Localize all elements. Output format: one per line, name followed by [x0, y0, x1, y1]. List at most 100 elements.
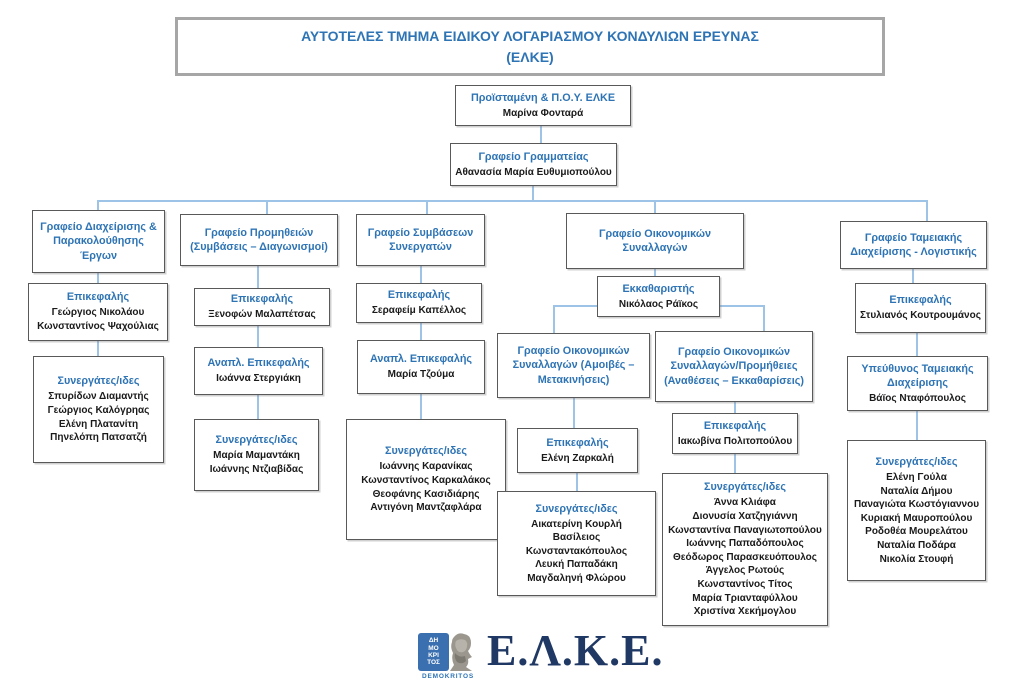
org-box-col2-deputy: Αναπλ. Επικεφαλής Ιωάννα Στεργιάκη [194, 347, 323, 395]
chart-title-line1: ΑΥΤΟΤΕΛΕΣ ΤΜΗΜΑ ΕΙΔΙΚΟΥ ΛΟΓΑΡΙΑΣΜΟΥ ΚΟΝΔ… [301, 28, 759, 45]
org-box-dept3: Γραφείο Συμβάσεων Συνεργατών [356, 214, 485, 266]
box-names: Ελένη Ζαρκαλή [541, 452, 614, 464]
elke-logo: ΔΗ ΜΟ ΚΡΙ ΤΟΣ DEMOKRITOS Ε.Λ.Κ.Ε. [413, 626, 673, 684]
connector [257, 326, 259, 348]
box-title: Αναπλ. Επικεφαλής [207, 357, 310, 370]
box-title: Γραφείο Οικονομικών Συναλλαγών [599, 227, 711, 254]
org-box-col2-head: Επικεφαλής Ξενοφών Μαλαπέτσας [194, 288, 330, 326]
org-box-head: Προϊσταμένη & Π.Ο.Υ. ΕΛΚΕ Μαρίνα Φονταρά [455, 85, 631, 126]
box-title: Αναπλ. Επικεφαλής [369, 353, 473, 366]
org-box-col5-head: Επικεφαλής Στυλιανός Κουτρουμάνος [855, 283, 986, 333]
box-names: Μαρίνα Φονταρά [502, 107, 584, 119]
box-title: Εκκαθαριστής [622, 282, 695, 295]
connector [553, 305, 597, 307]
connector [97, 200, 99, 211]
org-box-dept4: Γραφείο Οικονομικών Συναλλαγών [566, 213, 744, 269]
box-names: Νικόλαος Ράϊκος [618, 298, 699, 310]
chart-title-line2: (ΕΛΚΕ) [506, 48, 554, 65]
box-title: Επικεφαλής [230, 293, 294, 306]
box-names: Ιωάννα Στεργιάκη [216, 373, 301, 385]
box-names: Άννα Κλιάφα Διονυσία Χατζηγιάννη Κωνσταν… [668, 497, 822, 618]
democritus-bust-icon [444, 631, 478, 678]
box-names: Γεώργιος Νικολάου Κωνσταντίνος Ψαχούλιας [37, 307, 159, 333]
box-title: Γραφείο Οικονομικών Συναλλαγών (Αμοιβές … [512, 345, 635, 386]
connector [734, 402, 736, 414]
connector [926, 200, 928, 222]
box-title: Γραφείο Συμβάσεων Συνεργατών [367, 226, 474, 253]
connector [763, 305, 765, 332]
connector [97, 341, 99, 357]
chart-title-box: ΑΥΤΟΤΕΛΕΣ ΤΜΗΜΑ ΕΙΔΙΚΟΥ ΛΟΓΑΡΙΑΣΜΟΥ ΚΟΝΔ… [175, 17, 885, 76]
org-box-col1-collab: Συνεργάτες/ιδες Σπυρίδων Διαμαντής Γεώργ… [33, 356, 164, 463]
org-box-dept5: Γραφείο Ταμειακής Διαχείρισης - Λογιστικ… [840, 221, 987, 269]
org-box-col1-head: Επικεφαλής Γεώργιος Νικολάου Κωνσταντίνο… [28, 283, 168, 341]
connector [720, 305, 765, 307]
box-title: Προϊσταμένη & Π.Ο.Υ. ΕΛΚΕ [470, 91, 616, 104]
connector [540, 126, 542, 143]
connector [916, 333, 918, 357]
connector [266, 200, 268, 215]
connector [916, 411, 918, 441]
box-names: Μαρία Μαμαντάκη Ιωάννης Ντζιαβίδας [209, 450, 304, 476]
org-box-sub4b-head: Επικεφαλής Ιακωβίνα Πολιτοπούλου [672, 413, 798, 454]
connector [97, 273, 99, 284]
box-title: Γραφείο Γραμματείας [478, 150, 589, 163]
box-title: Επικεφαλής [889, 294, 952, 307]
org-box-sub4a-collab: Συνεργάτες/ιδες Αικατερίνη Κουρλή Βασίλε… [497, 491, 656, 596]
org-box-col5-collab: Συνεργάτες/ιδες Ελένη Γούλα Ναταλία Δήμο… [847, 440, 986, 581]
box-title: Συνεργάτες/ιδες [57, 375, 140, 388]
box-title: Υπεύθυνος Ταμειακής Διαχείρισης [861, 362, 974, 389]
box-title: Συνεργάτες/ιδες [384, 445, 468, 458]
box-title: Γραφείο Προμηθειών (Συμβάσεις – Διαγωνισ… [190, 226, 328, 253]
connector [654, 269, 656, 277]
org-box-liquidator: Εκκαθαριστής Νικόλαος Ράϊκος [597, 276, 720, 317]
box-title: Συνεργάτες/ιδες [535, 502, 618, 515]
box-title: Συνεργάτες/ιδες [215, 434, 298, 447]
box-names: Αικατερίνη Κουρλή Βασίλειος Κωνσταντακόπ… [525, 518, 628, 584]
box-names: Σπυρίδων Διαμαντής Γεώργιος Καλόγρηας Ελ… [47, 391, 150, 444]
box-names: Σεραφείμ Καπέλλος [371, 305, 467, 317]
connector [420, 266, 422, 284]
connector [532, 186, 534, 201]
box-names: Ελένη Γούλα Ναταλία Δήμου Παναγιώτα Κωστ… [853, 471, 980, 565]
box-title: Επικεφαλής [66, 291, 130, 304]
connector [420, 323, 422, 341]
box-names: Μαρία Τζούμα [387, 369, 455, 381]
org-box-sub4a-head: Επικεφαλής Ελένη Ζαρκαλή [517, 428, 638, 473]
org-box-sub4a: Γραφείο Οικονομικών Συναλλαγών (Αμοιβές … [497, 333, 650, 398]
connector [654, 200, 656, 214]
connector [257, 395, 259, 420]
box-names: Στυλιανός Κουτρουμάνος [860, 310, 981, 322]
connector [420, 394, 422, 420]
demokritos-caption: DEMOKRITOS [422, 673, 474, 680]
elke-wordmark: Ε.Λ.Κ.Ε. [487, 626, 664, 675]
connector [576, 473, 578, 492]
connector [912, 269, 914, 284]
box-title: Γραφείο Οικονομικών Συναλλαγών/Προμήθειε… [664, 346, 804, 387]
demokritos-logo-icon: ΔΗ ΜΟ ΚΡΙ ΤΟΣ [418, 633, 449, 671]
org-box-dept2: Γραφείο Προμηθειών (Συμβάσεις – Διαγωνισ… [180, 214, 338, 266]
box-title: Συνεργάτες/ιδες [703, 481, 787, 494]
connector [573, 398, 575, 429]
box-title: Επικεφαλής [703, 419, 767, 432]
org-box-secretariat: Γραφείο Γραμματείας Αθανασία Μαρία Ευθυμ… [450, 143, 617, 186]
connector [257, 266, 259, 289]
connector [734, 454, 736, 474]
connector [426, 200, 428, 215]
box-title: Συνεργάτες/ιδες [875, 455, 958, 468]
org-box-col3-collab: Συνεργάτες/ιδες Ιωάννης Καρανίκας Κωνστα… [346, 419, 506, 540]
connector [553, 305, 555, 334]
box-names: Ιακωβίνα Πολιτοπούλου [677, 435, 793, 447]
org-box-dept1: Γραφείο Διαχείρισης & Παρακολούθησης Έργ… [32, 210, 165, 273]
box-names: Βάϊος Νταφόπουλος [869, 392, 966, 404]
box-title: Επικεφαλής [387, 289, 451, 302]
org-box-col2-collab: Συνεργάτες/ιδες Μαρία Μαμαντάκη Ιωάννης … [194, 419, 319, 491]
box-title: Γραφείο Διαχείρισης & Παρακολούθησης Έργ… [40, 221, 157, 262]
org-box-sub4b: Γραφείο Οικονομικών Συναλλαγών/Προμήθειε… [655, 331, 813, 402]
box-title: Επικεφαλής [546, 436, 609, 449]
box-names: Ιωάννης Καρανίκας Κωνσταντίνος Καρκαλάκο… [361, 461, 491, 514]
org-box-col3-head: Επικεφαλής Σεραφείμ Καπέλλος [356, 283, 482, 323]
org-box-col3-deputy: Αναπλ. Επικεφαλής Μαρία Τζούμα [357, 340, 485, 394]
box-names: Ξενοφών Μαλαπέτσας [208, 309, 316, 321]
